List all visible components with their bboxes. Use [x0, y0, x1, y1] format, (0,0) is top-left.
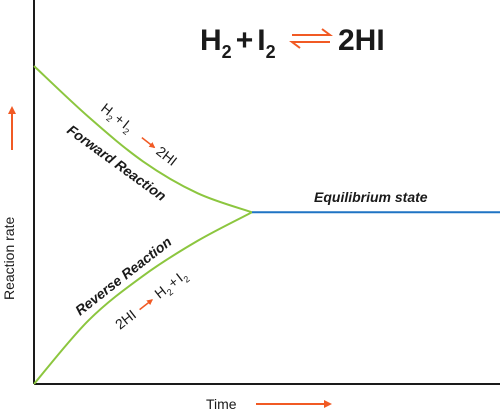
svg-text:H2+I2: H2+I2	[200, 24, 276, 62]
reverse-reaction-curve	[33, 211, 253, 385]
y-axis-label: Reaction rate	[1, 217, 17, 300]
eq-reactant-1-sub: 2	[222, 42, 232, 62]
forward-product: 2HI	[153, 143, 180, 169]
forward-reaction-curve	[33, 65, 253, 214]
reaction-equation: H2+I2 2HI	[200, 24, 385, 62]
svg-text:H2+I2: H2+I2	[151, 267, 191, 304]
series-curves	[33, 65, 500, 385]
x-axis-label: Time	[206, 396, 237, 412]
eq-reactant-2-sub: 2	[266, 42, 276, 62]
reverse-arrow-icon	[139, 299, 153, 311]
eq-plus: +	[236, 24, 254, 57]
eq-product: 2HI	[338, 24, 385, 57]
equilibrium-label: Equilibrium state	[314, 189, 428, 205]
svg-text:H2+I2: H2+I2	[96, 100, 136, 137]
forward-reaction-label: Forward Reaction	[64, 121, 169, 203]
eq-reactant-2: I	[257, 24, 265, 57]
reverse-reactant: 2HI	[112, 306, 139, 332]
reverse-reaction-label: Reverse Reaction	[72, 233, 174, 318]
equilibrium-arrows-icon	[289, 28, 333, 49]
eq-reactant-1: H	[200, 24, 222, 57]
forward-arrow-icon	[141, 137, 156, 149]
